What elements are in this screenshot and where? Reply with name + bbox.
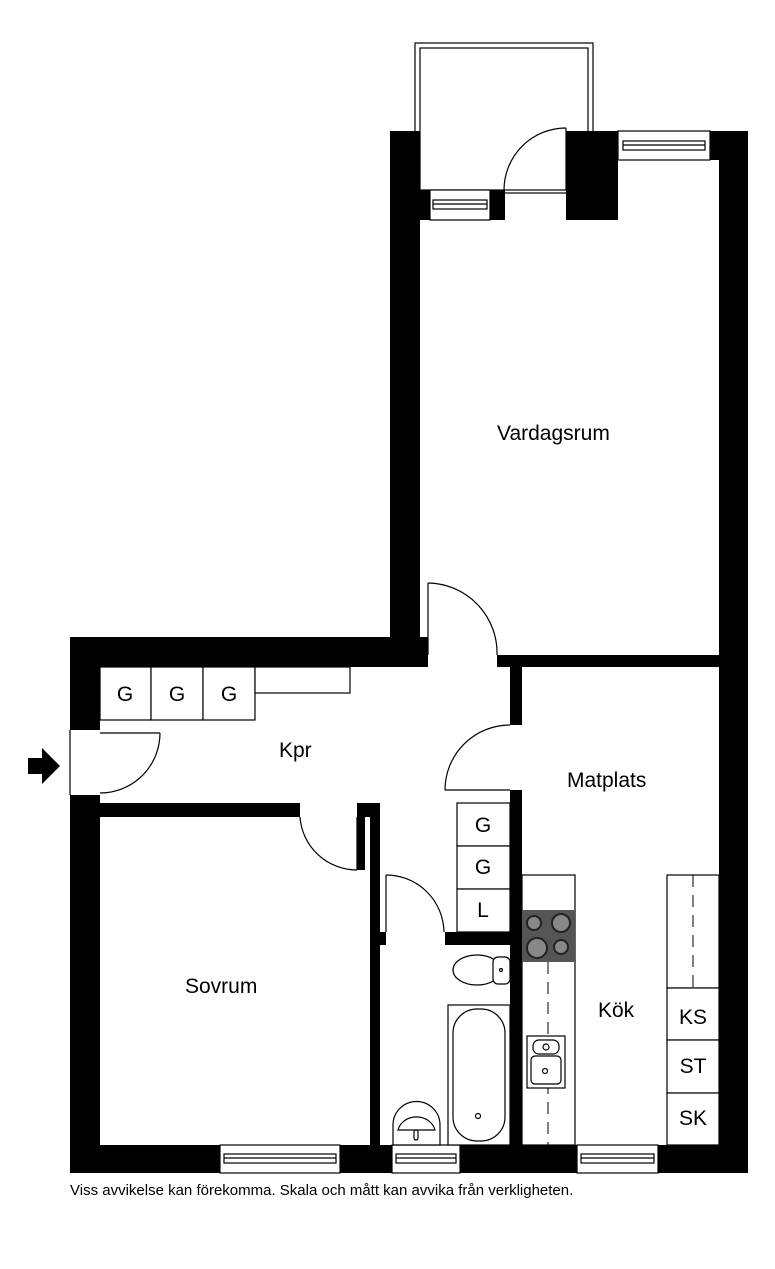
wardrobe-label: G xyxy=(169,683,185,706)
room-label-dining: Matplats xyxy=(567,769,646,792)
bathroom-door[interactable] xyxy=(385,874,445,933)
room-label-kitchen: Kök xyxy=(598,999,635,1022)
doors xyxy=(69,127,567,933)
toilet-icon xyxy=(452,954,511,986)
closet-label: G xyxy=(475,856,491,879)
hall-wardrobes: G G G xyxy=(99,666,351,721)
window xyxy=(219,1144,341,1174)
balcony-door[interactable] xyxy=(503,127,567,191)
bedroom-door[interactable] xyxy=(299,816,358,871)
walls xyxy=(70,131,748,1173)
stove-icon xyxy=(522,910,575,962)
window xyxy=(429,189,491,221)
closet-label: L xyxy=(477,899,489,922)
window xyxy=(576,1144,659,1174)
window xyxy=(617,130,711,161)
arrow-right-icon xyxy=(28,748,60,784)
bathtub-icon xyxy=(447,1004,511,1146)
cabinet-label: SK xyxy=(679,1107,707,1130)
fridge-freezer-label: KS xyxy=(679,1006,707,1029)
windows xyxy=(219,130,711,1174)
closet-label: G xyxy=(475,814,491,837)
living-room-door[interactable] xyxy=(427,582,498,656)
washbasin-icon xyxy=(392,1100,441,1146)
room-label-hallway: Kpr xyxy=(279,739,312,762)
room-label-bedroom: Sovrum xyxy=(185,975,257,998)
dining-door[interactable] xyxy=(444,724,511,791)
kitchen-counter xyxy=(521,874,576,1146)
storage-label: ST xyxy=(680,1055,707,1078)
window xyxy=(391,1144,461,1174)
closets: G G L xyxy=(456,802,511,933)
wardrobe-label: G xyxy=(117,683,133,706)
sink-icon xyxy=(526,1035,566,1089)
disclaimer: Viss avvikelse kan förekomma. Skala och … xyxy=(70,1182,574,1199)
room-label-living-room: Vardagsrum xyxy=(497,422,610,445)
kitchen-units: KS ST SK xyxy=(666,874,720,1146)
wardrobe-label: G xyxy=(221,683,237,706)
entrance-door[interactable] xyxy=(69,730,161,795)
